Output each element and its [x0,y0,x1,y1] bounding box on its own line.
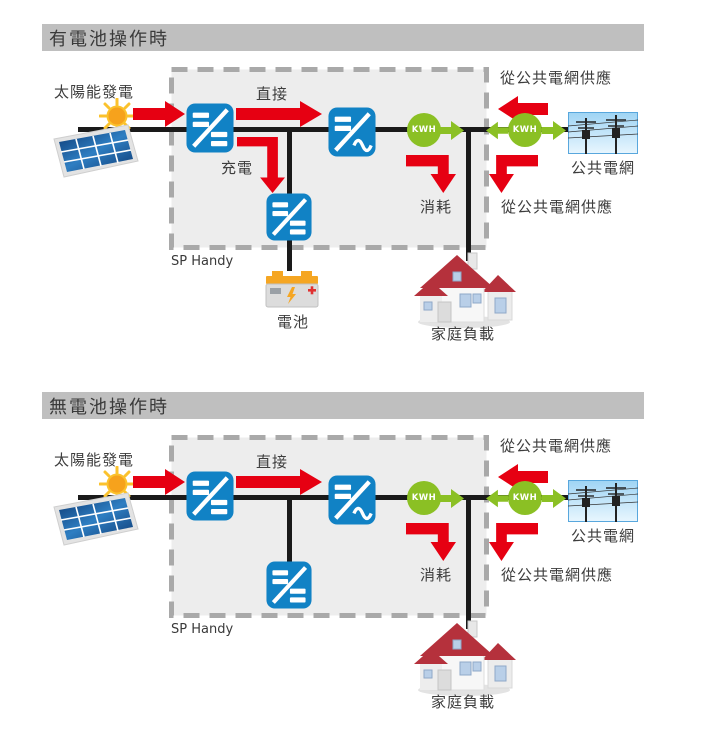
consume-label: 消耗 [420,198,453,216]
meter1-out-arrow [440,489,464,508]
ac-inverter-icon [328,475,376,525]
direct-label: 直接 [256,85,289,103]
solar-to-inverter-arrow [133,101,185,127]
grid-supply-down-arrow [489,155,538,193]
battery-icon [265,271,319,308]
kwh-meter-2: KWH [508,481,542,515]
kwh-meter-2: KWH [508,113,542,147]
house-icon [414,620,516,696]
meter2-right-arrow [542,121,566,140]
grid-supply-top-label: 從公共電網供應 [500,437,613,455]
house-icon [414,252,516,328]
house-label: 家庭負載 [431,693,496,711]
section-title-bar: 無電池操作時 [42,392,644,419]
meter2-right-arrow [542,489,566,508]
grid-label: 公共電網 [570,159,635,177]
meter2-left-arrow [486,121,508,140]
kwh-meter-1: KWH [407,113,441,147]
grid-supply-bottom-label: 從公共電網供應 [501,198,614,216]
grid-supply-bottom-label: 從公共電網供應 [501,566,614,584]
solar-label: 太陽能發電 [54,451,135,469]
consume-label: 消耗 [420,566,453,584]
sp-handy-label: SP Handy [171,622,234,637]
consume-arrow [406,523,456,561]
pv-inverter-icon [186,103,234,153]
main-wire [78,127,572,132]
meter2-left-arrow [486,489,508,508]
grid-supply-top-label: 從公共電網供應 [500,69,613,87]
section-title: 無電池操作時 [49,396,169,418]
house-label: 家庭負載 [431,325,496,343]
section-title-bar: 有電池操作時 [42,24,644,51]
direct-arrow [236,101,322,127]
grid-supply-left-arrow [498,464,548,490]
solar-panel-icon [53,492,139,546]
direct-label: 直接 [256,453,289,471]
meter1-out-arrow [440,121,464,140]
house-branch-wire [466,129,471,261]
battery-inverter-icon [266,193,312,241]
battery-branch-wire [287,497,292,563]
direct-arrow [236,469,322,495]
house-branch-wire [466,497,471,629]
solar-panel-icon [53,124,139,178]
solar-label: 太陽能發電 [54,83,135,101]
battery-label: 電池 [277,313,310,331]
consume-arrow [406,155,456,193]
solar-to-inverter-arrow [133,469,185,495]
grid-supply-left-arrow [498,96,548,122]
pv-inverter-icon [186,471,234,521]
section-title: 有電池操作時 [49,28,169,50]
grid-photo [568,480,638,522]
grid-label: 公共電網 [570,527,635,545]
main-wire [78,495,572,500]
charge-label: 充電 [221,159,254,177]
diagram-without-battery: 無電池操作時 SP Handy 太陽能發電 [0,392,705,737]
battery-inverter-icon [266,561,312,609]
diagram-with-battery: 有電池操作時 SP Handy 太陽能發電 [0,24,705,369]
ac-inverter-icon [328,107,376,157]
charge-arrow [237,137,285,193]
grid-photo [568,112,638,154]
kwh-meter-1: KWH [407,481,441,515]
grid-supply-down-arrow [489,523,538,561]
sun-icon [99,466,135,502]
sp-handy-label: SP Handy [171,254,234,269]
